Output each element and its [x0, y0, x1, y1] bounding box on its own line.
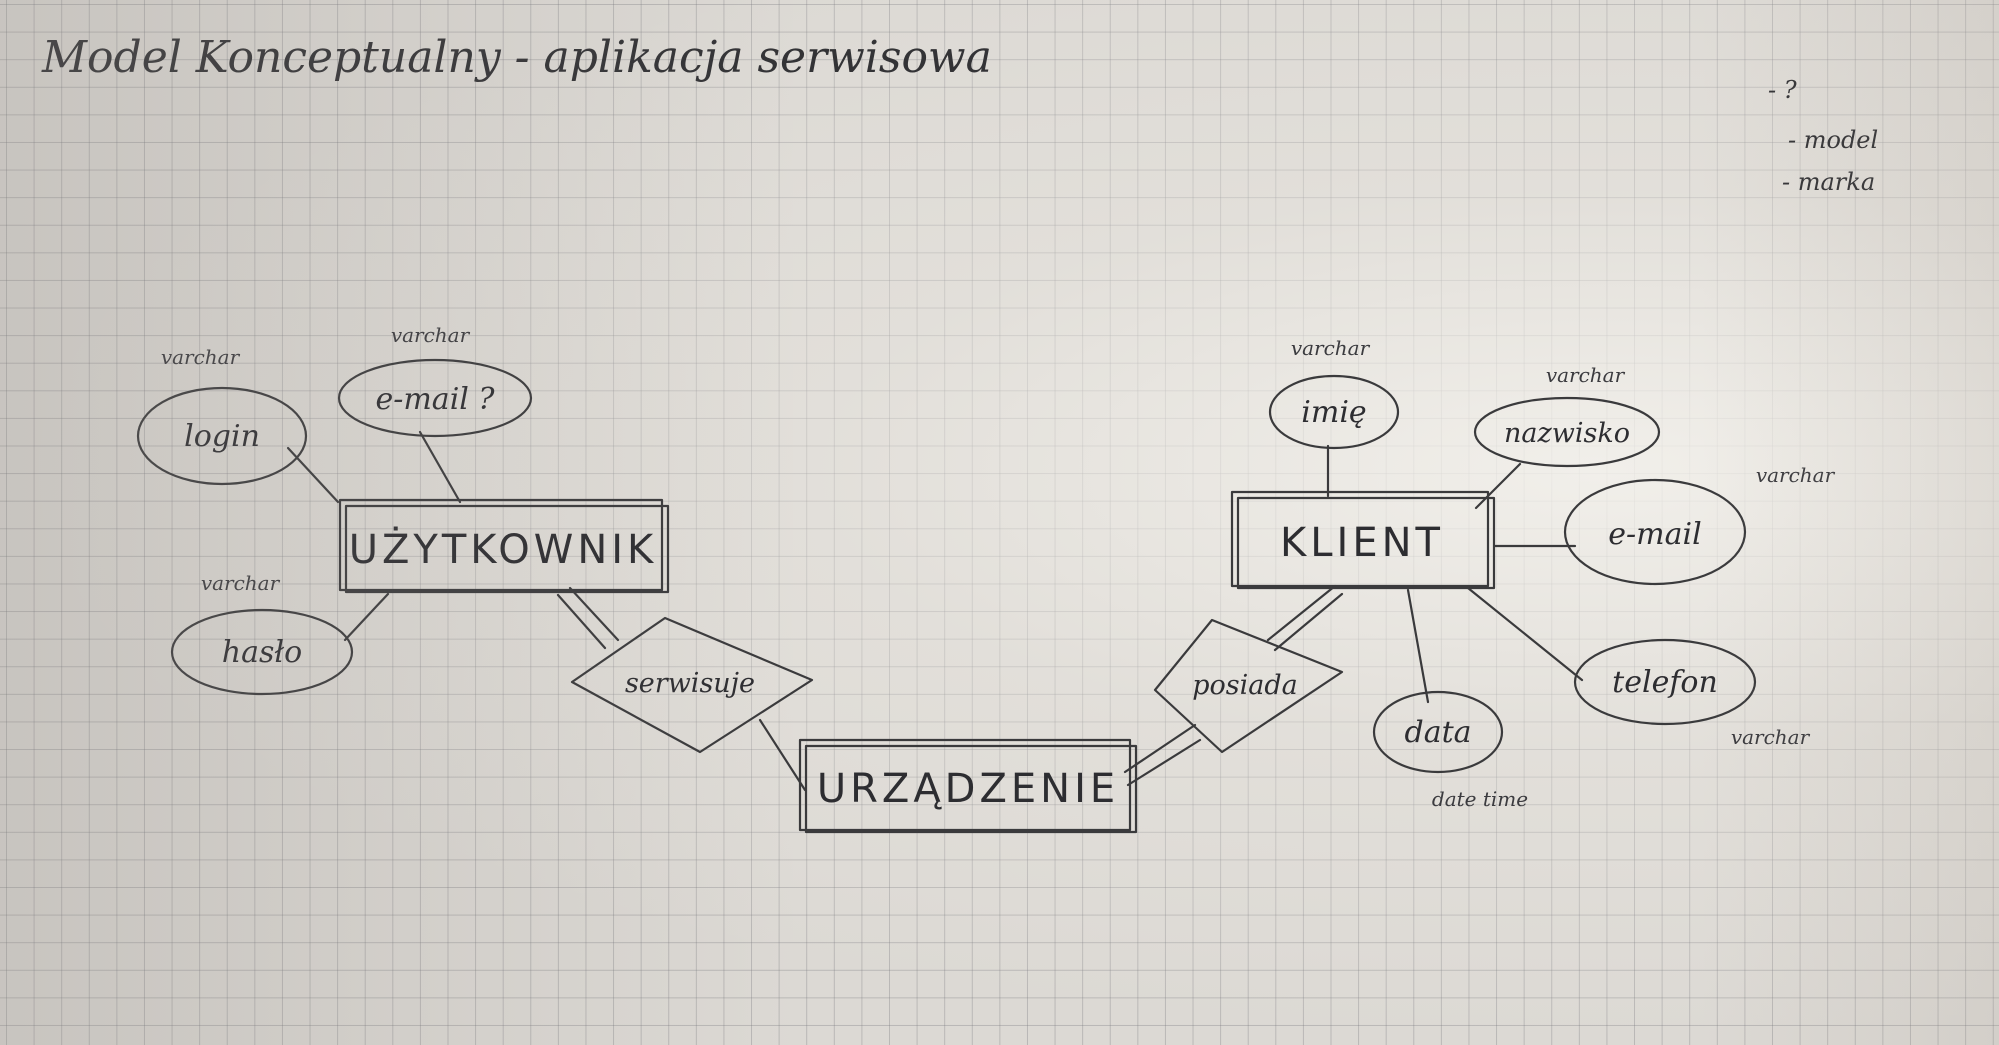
notes-list: - ? - model - marka — [1768, 76, 1878, 196]
line-email-user — [418, 430, 462, 504]
attr-name-email-user: e-mail ? — [375, 382, 495, 417]
attribute-email-client[interactable]: e-mail varchar — [1563, 463, 1836, 586]
attr-type-imie: varchar — [1291, 336, 1371, 360]
attr-name-telefon: telefon — [1612, 665, 1718, 700]
attr-name-imie: imię — [1301, 395, 1366, 430]
line-nazwisko — [1474, 462, 1522, 510]
line-data — [1406, 588, 1430, 704]
diagram-title: Model Konceptualny - aplikacja serwisowa — [41, 32, 992, 83]
line-pos-kli — [1266, 584, 1337, 642]
entity-urzadzenie[interactable]: URZĄDZENIE — [798, 738, 1138, 834]
relation-serwisuje[interactable]: serwisuje — [570, 616, 814, 754]
entity-label-uzytkownik: UŻYTKOWNIK — [349, 525, 658, 573]
attr-name-email-client: e-mail — [1608, 517, 1701, 552]
relation-label-serwisuje: serwisuje — [625, 668, 755, 699]
attr-type-email-client: varchar — [1756, 463, 1836, 487]
attr-type-haslo: varchar — [201, 571, 281, 595]
entity-label-klient: KLIENT — [1280, 520, 1444, 566]
attribute-nazwisko[interactable]: nazwisko varchar — [1473, 363, 1661, 468]
attr-type-data: date time — [1432, 787, 1528, 811]
relation-posiada[interactable]: posiada — [1153, 618, 1344, 754]
line-login — [286, 446, 340, 504]
line-uzyt-serw — [556, 593, 607, 650]
attribute-imie[interactable]: imię varchar — [1268, 336, 1400, 450]
attr-type-telefon: varchar — [1731, 725, 1811, 749]
line-serw-urz — [758, 718, 807, 792]
attr-name-haslo: hasło — [222, 635, 302, 670]
attribute-login[interactable]: login varchar — [136, 345, 308, 486]
entity-klient[interactable]: KLIENT — [1230, 490, 1496, 590]
note-3: - marka — [1782, 168, 1875, 196]
attr-type-login: varchar — [161, 345, 241, 369]
attr-name-nazwisko: nazwisko — [1504, 418, 1630, 449]
note-2: - model — [1788, 126, 1878, 154]
line-telefon — [1466, 586, 1584, 682]
entity-uzytkownik[interactable]: UŻYTKOWNIK — [338, 498, 670, 594]
note-1: - ? — [1768, 76, 1797, 104]
attribute-haslo[interactable]: hasło varchar — [170, 571, 354, 696]
attr-name-login: login — [184, 419, 260, 454]
attr-type-nazwisko: varchar — [1546, 363, 1626, 387]
attr-type-email-user: varchar — [391, 323, 471, 347]
entity-label-urzadzenie: URZĄDZENIE — [817, 766, 1119, 812]
attr-name-data: data — [1404, 715, 1471, 750]
connector-lines — [286, 430, 1584, 792]
relation-label-posiada: posiada — [1192, 670, 1298, 701]
attribute-telefon[interactable]: telefon varchar — [1573, 638, 1811, 749]
line-haslo — [343, 592, 390, 642]
attribute-data[interactable]: data date time — [1372, 690, 1528, 811]
attribute-email-user[interactable]: e-mail ? varchar — [337, 323, 533, 438]
